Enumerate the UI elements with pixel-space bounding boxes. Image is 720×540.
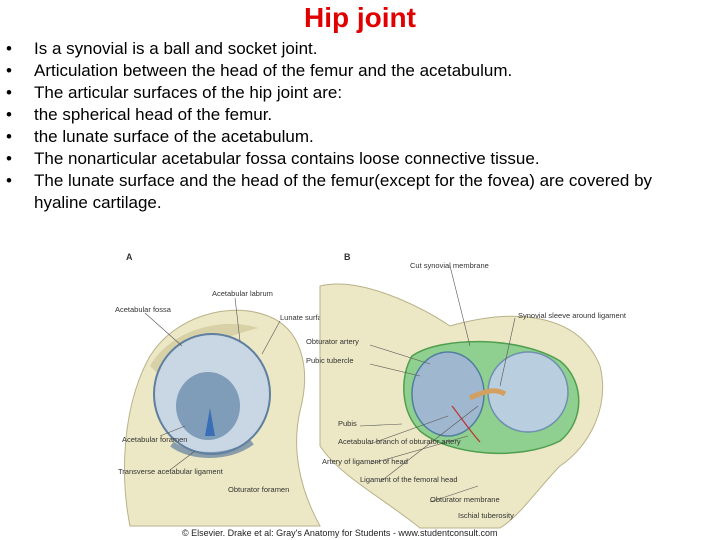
bullet-marker: • — [6, 105, 12, 124]
bullet-text: The lunate surface and the head of the f… — [34, 171, 653, 212]
bullet-marker: • — [6, 149, 12, 168]
label-transverse-ligament: Transverse acetabular ligament — [118, 467, 224, 476]
bullet-marker: • — [6, 171, 12, 190]
blue-arrow-a — [205, 408, 215, 436]
copyright-notice: © Elsevier. Drake et al: Gray's Anatomy … — [182, 528, 497, 538]
label-lunate-surface: Lunate surface — [280, 313, 330, 322]
label-ligament-head-femur: Ligament of the femoral head — [360, 475, 458, 484]
label-acetabular-labrum: Acetabular labrum — [212, 289, 273, 298]
artery-b — [451, 405, 481, 443]
ligament-of-head-b — [468, 388, 507, 401]
label-pubic-tubercle: Pubic tubercle — [306, 356, 354, 365]
hip-joint-illustration: A Acetabular fossa Acetabular labrum Lun… — [115, 252, 627, 538]
bullet-item: • Articulation between the head of the fe… — [0, 60, 700, 82]
label-acetabular-branch: Acetabular branch of obturator artery — [338, 437, 461, 446]
bullet-marker: • — [6, 83, 12, 102]
label-obturator-foramen: Obturator foramen — [228, 485, 289, 494]
bullet-item: • The nonarticular acetabular fossa conta… — [0, 148, 700, 170]
label-synovial-sleeve: Synovial sleeve around ligament — [518, 311, 627, 320]
label-pubis: Pubis — [338, 419, 357, 428]
bullet-text: The nonarticular acetabular fossa contai… — [34, 149, 540, 168]
bullet-text: Is a synovial is a ball and socket joint… — [34, 39, 318, 58]
label-cut-synovial-membrane: Cut synovial membrane — [410, 261, 489, 270]
label-acetabular-foramen: Acetabular foramen — [122, 435, 187, 444]
panel-a-label: A — [126, 252, 133, 262]
bullet-text: the lunate surface of the acetabulum. — [34, 127, 314, 146]
acetabular-fossa-a — [176, 372, 240, 440]
bullet-item: • the spherical head of the femur. — [0, 104, 700, 126]
bullet-text: the spherical head of the femur. — [34, 105, 273, 124]
bullet-marker: • — [6, 127, 12, 146]
bullet-item: • The articular surfaces of the hip joint… — [0, 82, 700, 104]
transverse-ligament-a — [170, 439, 254, 458]
bullet-item: • Is a synovial is a ball and socket join… — [0, 38, 700, 60]
label-obturator-membrane: Obturator membrane — [430, 495, 500, 504]
bullet-item: • The lunate surface and the head of the … — [0, 170, 700, 214]
bullet-marker: • — [6, 61, 12, 80]
bullet-item: • the lunate surface of the acetabulum. — [0, 126, 700, 148]
label-artery-ligament-head: Artery of ligament of head — [322, 457, 408, 466]
bullet-list: • Is a synovial is a ball and socket join… — [0, 38, 700, 214]
bullet-text: Articulation between the head of the fem… — [34, 61, 513, 80]
slide-title: Hip joint — [304, 2, 416, 33]
panel-b-label: B — [344, 252, 351, 262]
label-obturator-artery: Obturator artery — [306, 337, 359, 346]
bullet-text: The articular surfaces of the hip joint … — [34, 83, 343, 102]
bullet-marker: • — [6, 39, 12, 58]
label-acetabular-fossa: Acetabular fossa — [115, 305, 172, 314]
label-ischial-tuberosity: Ischial tuberosity — [458, 511, 514, 520]
